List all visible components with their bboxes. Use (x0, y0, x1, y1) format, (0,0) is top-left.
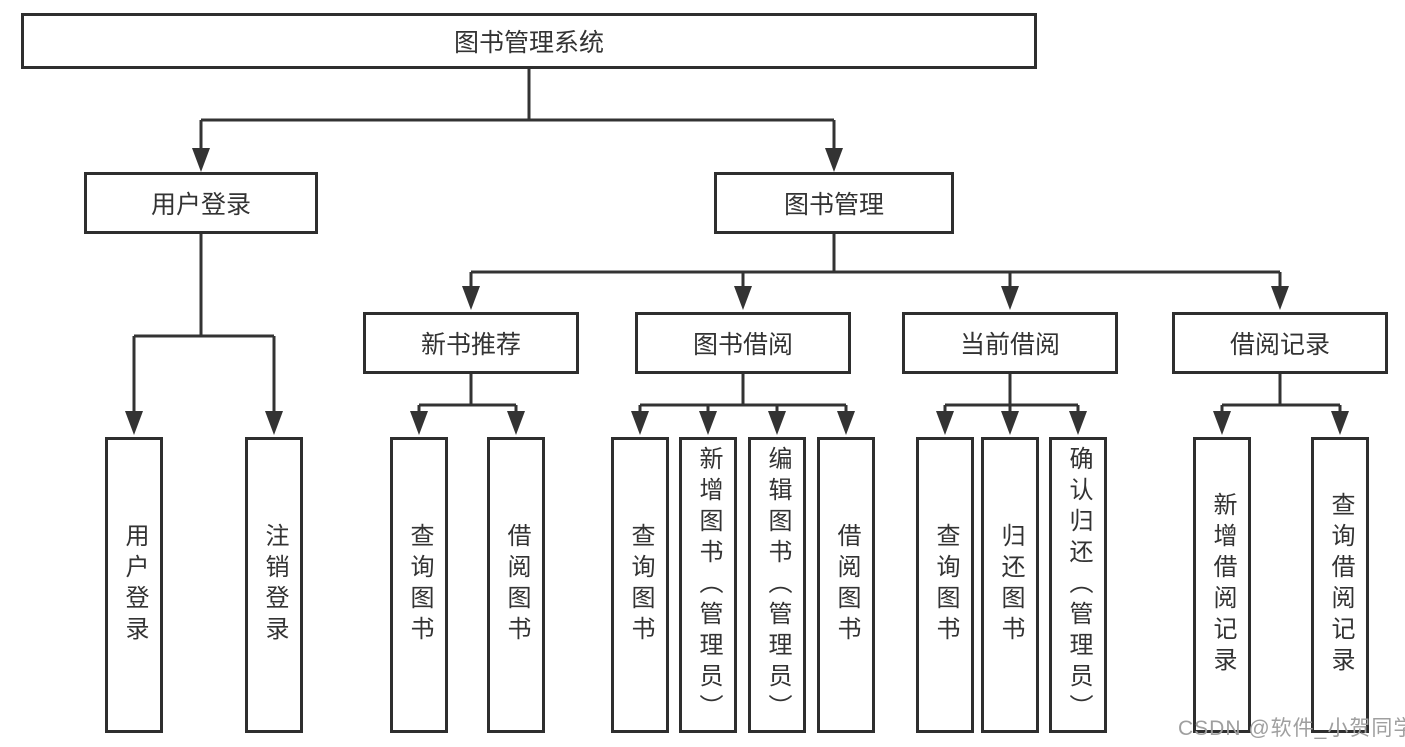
node-root-label: 图书管理系统 (453, 29, 604, 57)
node-root: 图书管理系统 (21, 13, 1037, 69)
leaf-query-borrow-record-label: 查询借阅记录 (1327, 492, 1354, 678)
leaf-borrow-query-books: 查询图书 (611, 437, 669, 733)
leaf-query-borrow-record: 查询借阅记录 (1311, 437, 1369, 733)
csdn-watermark: CSDN @软件_小贺同学 (1178, 717, 1405, 740)
leaf-recommend-query-books-label: 查询图书 (406, 523, 433, 647)
leaf-current-query-books: 查询图书 (916, 437, 974, 733)
leaf-edit-books-admin-label: 编辑图书（管理员） (764, 445, 791, 725)
node-user-login: 用户登录 (84, 172, 318, 234)
node-new-book-recommend: 新书推荐 (363, 312, 579, 374)
leaf-borrow-books: 借阅图书 (817, 437, 875, 733)
leaf-add-books-admin-label: 新增图书（管理员） (695, 445, 722, 725)
leaf-logout-label: 注销登录 (261, 523, 288, 647)
leaf-return-books: 归还图书 (981, 437, 1039, 733)
leaf-recommend-query-books: 查询图书 (390, 437, 448, 733)
leaf-confirm-return-admin-label: 确认归还（管理员） (1065, 445, 1092, 725)
node-book-borrow-label: 图书借阅 (692, 331, 793, 359)
leaf-return-books-label: 归还图书 (997, 523, 1024, 647)
leaf-user-login: 用户登录 (105, 437, 163, 733)
node-book-borrow: 图书借阅 (635, 312, 851, 374)
node-borrow-record: 借阅记录 (1172, 312, 1388, 374)
node-borrow-record-label: 借阅记录 (1229, 331, 1330, 359)
leaf-recommend-borrow-books: 借阅图书 (487, 437, 545, 733)
leaf-logout: 注销登录 (245, 437, 303, 733)
leaf-add-borrow-record-label: 新增借阅记录 (1209, 492, 1236, 678)
leaf-user-login-label: 用户登录 (121, 523, 148, 647)
node-book-management: 图书管理 (714, 172, 954, 234)
leaf-recommend-borrow-books-label: 借阅图书 (503, 523, 530, 647)
node-user-login-label: 用户登录 (150, 191, 251, 219)
leaf-add-books-admin: 新增图书（管理员） (679, 437, 737, 733)
node-new-book-recommend-label: 新书推荐 (420, 331, 521, 359)
node-book-management-label: 图书管理 (783, 191, 884, 219)
leaf-borrow-books-label: 借阅图书 (833, 523, 860, 647)
leaf-borrow-query-books-label: 查询图书 (627, 523, 654, 647)
leaf-current-query-books-label: 查询图书 (932, 523, 959, 647)
leaf-add-borrow-record: 新增借阅记录 (1193, 437, 1251, 733)
leaf-confirm-return-admin: 确认归还（管理员） (1049, 437, 1107, 733)
node-current-borrow-label: 当前借阅 (959, 331, 1060, 359)
node-current-borrow: 当前借阅 (902, 312, 1118, 374)
arrowheads (125, 148, 1349, 435)
leaf-edit-books-admin: 编辑图书（管理员） (748, 437, 806, 733)
